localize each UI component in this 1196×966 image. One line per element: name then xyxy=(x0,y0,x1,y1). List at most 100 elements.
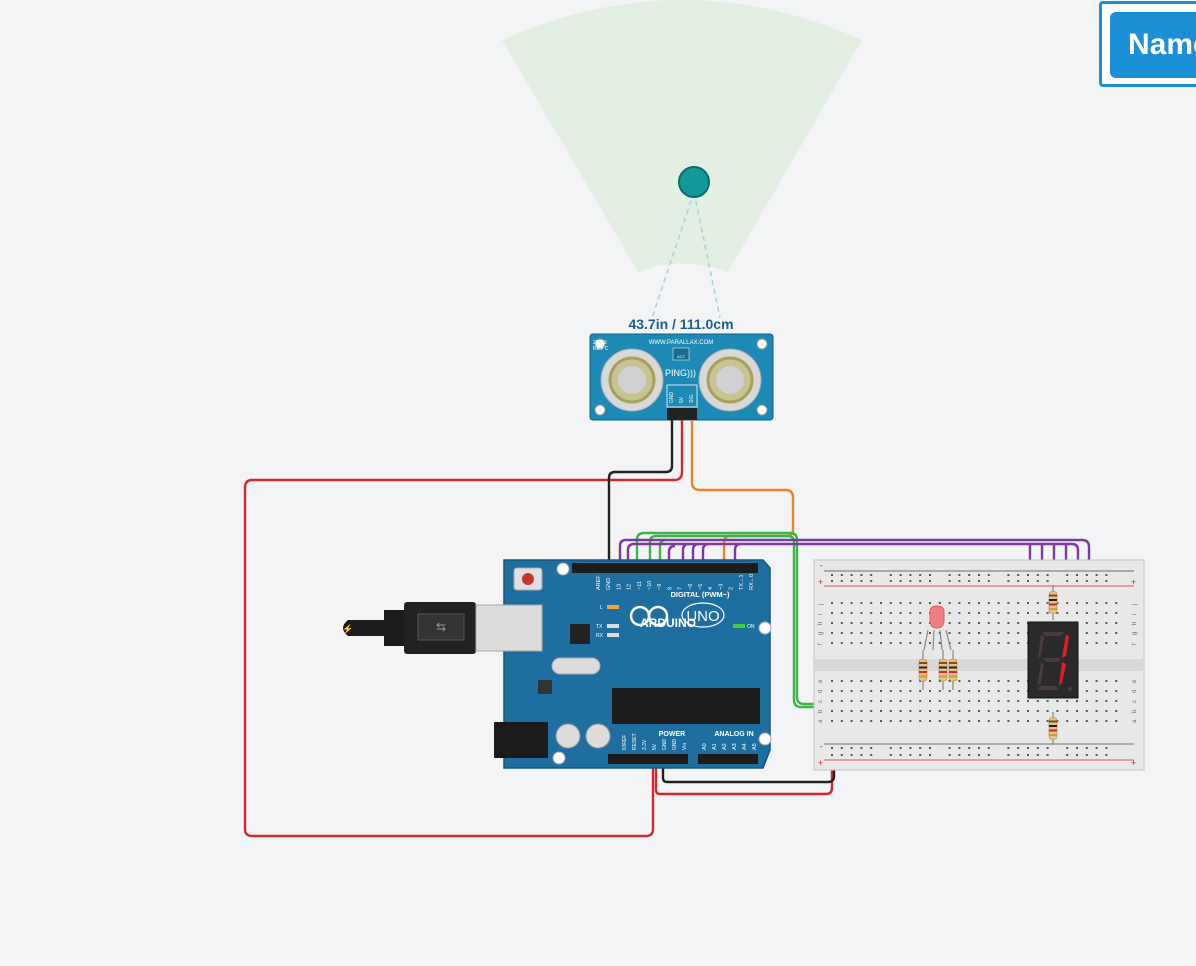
reset-button-cap xyxy=(522,573,534,585)
analog-in-label: ANALOG IN xyxy=(714,731,753,738)
breadboard-minus-rail-label: - xyxy=(820,742,823,751)
digital-pin-label: ~5 xyxy=(698,584,704,590)
target-object-handle[interactable] xyxy=(678,166,710,198)
breadboard-plus-rail-label: + xyxy=(818,758,823,768)
power-pin-label: Vin xyxy=(682,743,688,750)
analog-pin-label: A2 xyxy=(722,743,728,750)
analog-pin-label: A0 xyxy=(702,743,708,750)
sensor-ping-label: PING))) xyxy=(665,368,696,378)
right-transducer xyxy=(698,348,762,412)
row-letter: g xyxy=(1132,632,1138,635)
power-pin-label: GND xyxy=(672,739,678,751)
name-button[interactable]: Name xyxy=(1110,12,1196,78)
seven-segment-display[interactable] xyxy=(1027,621,1079,699)
row-letter: b xyxy=(1132,709,1138,713)
power-pin-label: 3.3V xyxy=(642,739,648,750)
power-jack[interactable] xyxy=(494,722,548,758)
digital-pin-label: 13 xyxy=(616,584,622,590)
sensor-pin-gnd: GND xyxy=(669,392,675,404)
power-header[interactable] xyxy=(608,754,688,764)
rx-led-label: RX xyxy=(596,633,604,639)
wire-purple-seg-c xyxy=(667,544,676,568)
resistor[interactable] xyxy=(1048,712,1058,745)
digital-pin-label: RX←0 xyxy=(749,574,755,590)
digital-pin-label: 12 xyxy=(627,584,633,590)
tx-led-label: TX xyxy=(596,624,603,630)
power-pin-label: 5V xyxy=(652,743,658,750)
row-letter: f xyxy=(1132,643,1138,645)
wire-purple-seg-e xyxy=(691,542,700,568)
wire-purple-seg-d xyxy=(681,542,690,568)
wire-orange-sig xyxy=(690,420,795,568)
wire-black-board-gnd xyxy=(661,748,836,784)
wire-red-board-5v xyxy=(654,760,834,796)
row-letter: j xyxy=(1132,604,1138,606)
usb-cable[interactable]: ⚡ ⇆ xyxy=(342,602,543,654)
arduino-uno-board[interactable]: ARDUINO UNO DIGITAL (PWM~) POWER ANALOG … xyxy=(494,559,772,769)
power-pin-label: GND xyxy=(662,739,668,751)
usb-symbol-icon: ⇆ xyxy=(436,620,446,634)
wire-green-rgb xyxy=(635,531,955,706)
digital-pin-label: ~11 xyxy=(637,581,643,590)
distance-readout: 43.7in / 111.0cm xyxy=(628,316,733,332)
digital-header[interactable] xyxy=(572,563,758,573)
on-led-label: ON xyxy=(747,624,755,630)
power-pin-label: IOREF xyxy=(622,735,628,750)
digital-pin-label: TX→1 xyxy=(739,574,745,590)
wire-green-rgb-2 xyxy=(648,534,945,709)
breadboard-minus-rail-label: - xyxy=(820,561,823,570)
analog-pin-label: A3 xyxy=(732,743,738,750)
wire-purple-seg-b xyxy=(626,542,1080,702)
row-letter: h xyxy=(1132,622,1138,625)
arduino-model-label: UNO xyxy=(686,608,719,625)
digital-pin-label: 2 xyxy=(729,587,735,590)
sensor-rev-label: REV C xyxy=(593,346,609,352)
digital-pin-label: ~6 xyxy=(688,584,694,590)
row-letter: d xyxy=(1132,690,1138,693)
capacitor-right xyxy=(585,723,611,749)
digital-pin-label: 8 xyxy=(667,587,673,590)
display-inactive-segments xyxy=(1037,632,1064,690)
digital-pin-label: AREF xyxy=(596,575,602,590)
analog-pin-label: A1 xyxy=(712,743,718,750)
crystal xyxy=(551,657,601,675)
sensor-beam-line xyxy=(651,191,695,319)
breadboard-plus-rail-label: + xyxy=(818,577,823,587)
digital-pin-label: ~9 xyxy=(657,584,663,590)
digital-pwm-label: DIGITAL (PWM~) xyxy=(670,590,730,599)
power-label: POWER xyxy=(659,731,685,738)
regulator xyxy=(538,680,552,694)
resistor[interactable] xyxy=(918,650,928,690)
row-letter: a xyxy=(818,719,824,723)
wire-purple-seg-g xyxy=(733,542,742,568)
row-letter: c xyxy=(818,700,824,703)
resistors[interactable] xyxy=(918,585,1058,745)
rgb-led[interactable] xyxy=(923,605,952,651)
resistor[interactable] xyxy=(938,650,948,690)
sensor-beam-line xyxy=(693,191,721,319)
breadboard-plus-rail-label: + xyxy=(1131,758,1136,768)
sensor-pin-5v: 5V xyxy=(679,396,685,403)
resistor[interactable] xyxy=(948,650,958,690)
row-letter: i xyxy=(818,614,824,615)
usb-chip xyxy=(570,624,590,644)
row-letter: i xyxy=(1132,614,1138,615)
wire-black-gnd xyxy=(607,420,674,568)
row-letter: e xyxy=(1132,679,1138,683)
digital-pin-label: GND xyxy=(606,578,612,590)
row-letter: e xyxy=(818,679,824,683)
analog-header[interactable] xyxy=(698,754,758,764)
ultrasonic-sensor[interactable]: 28015 REV C WWW.PARALLAX.COM ACT PING)))… xyxy=(589,333,774,421)
wire-purple-seg-f xyxy=(701,542,710,568)
resistor[interactable] xyxy=(1048,585,1058,620)
row-letter: f xyxy=(818,643,824,645)
analog-pin-label: A5 xyxy=(752,743,758,750)
arduino-infinity-logo xyxy=(629,605,669,627)
row-letter: h xyxy=(818,622,824,625)
digital-pin-label: ~10 xyxy=(647,581,653,590)
